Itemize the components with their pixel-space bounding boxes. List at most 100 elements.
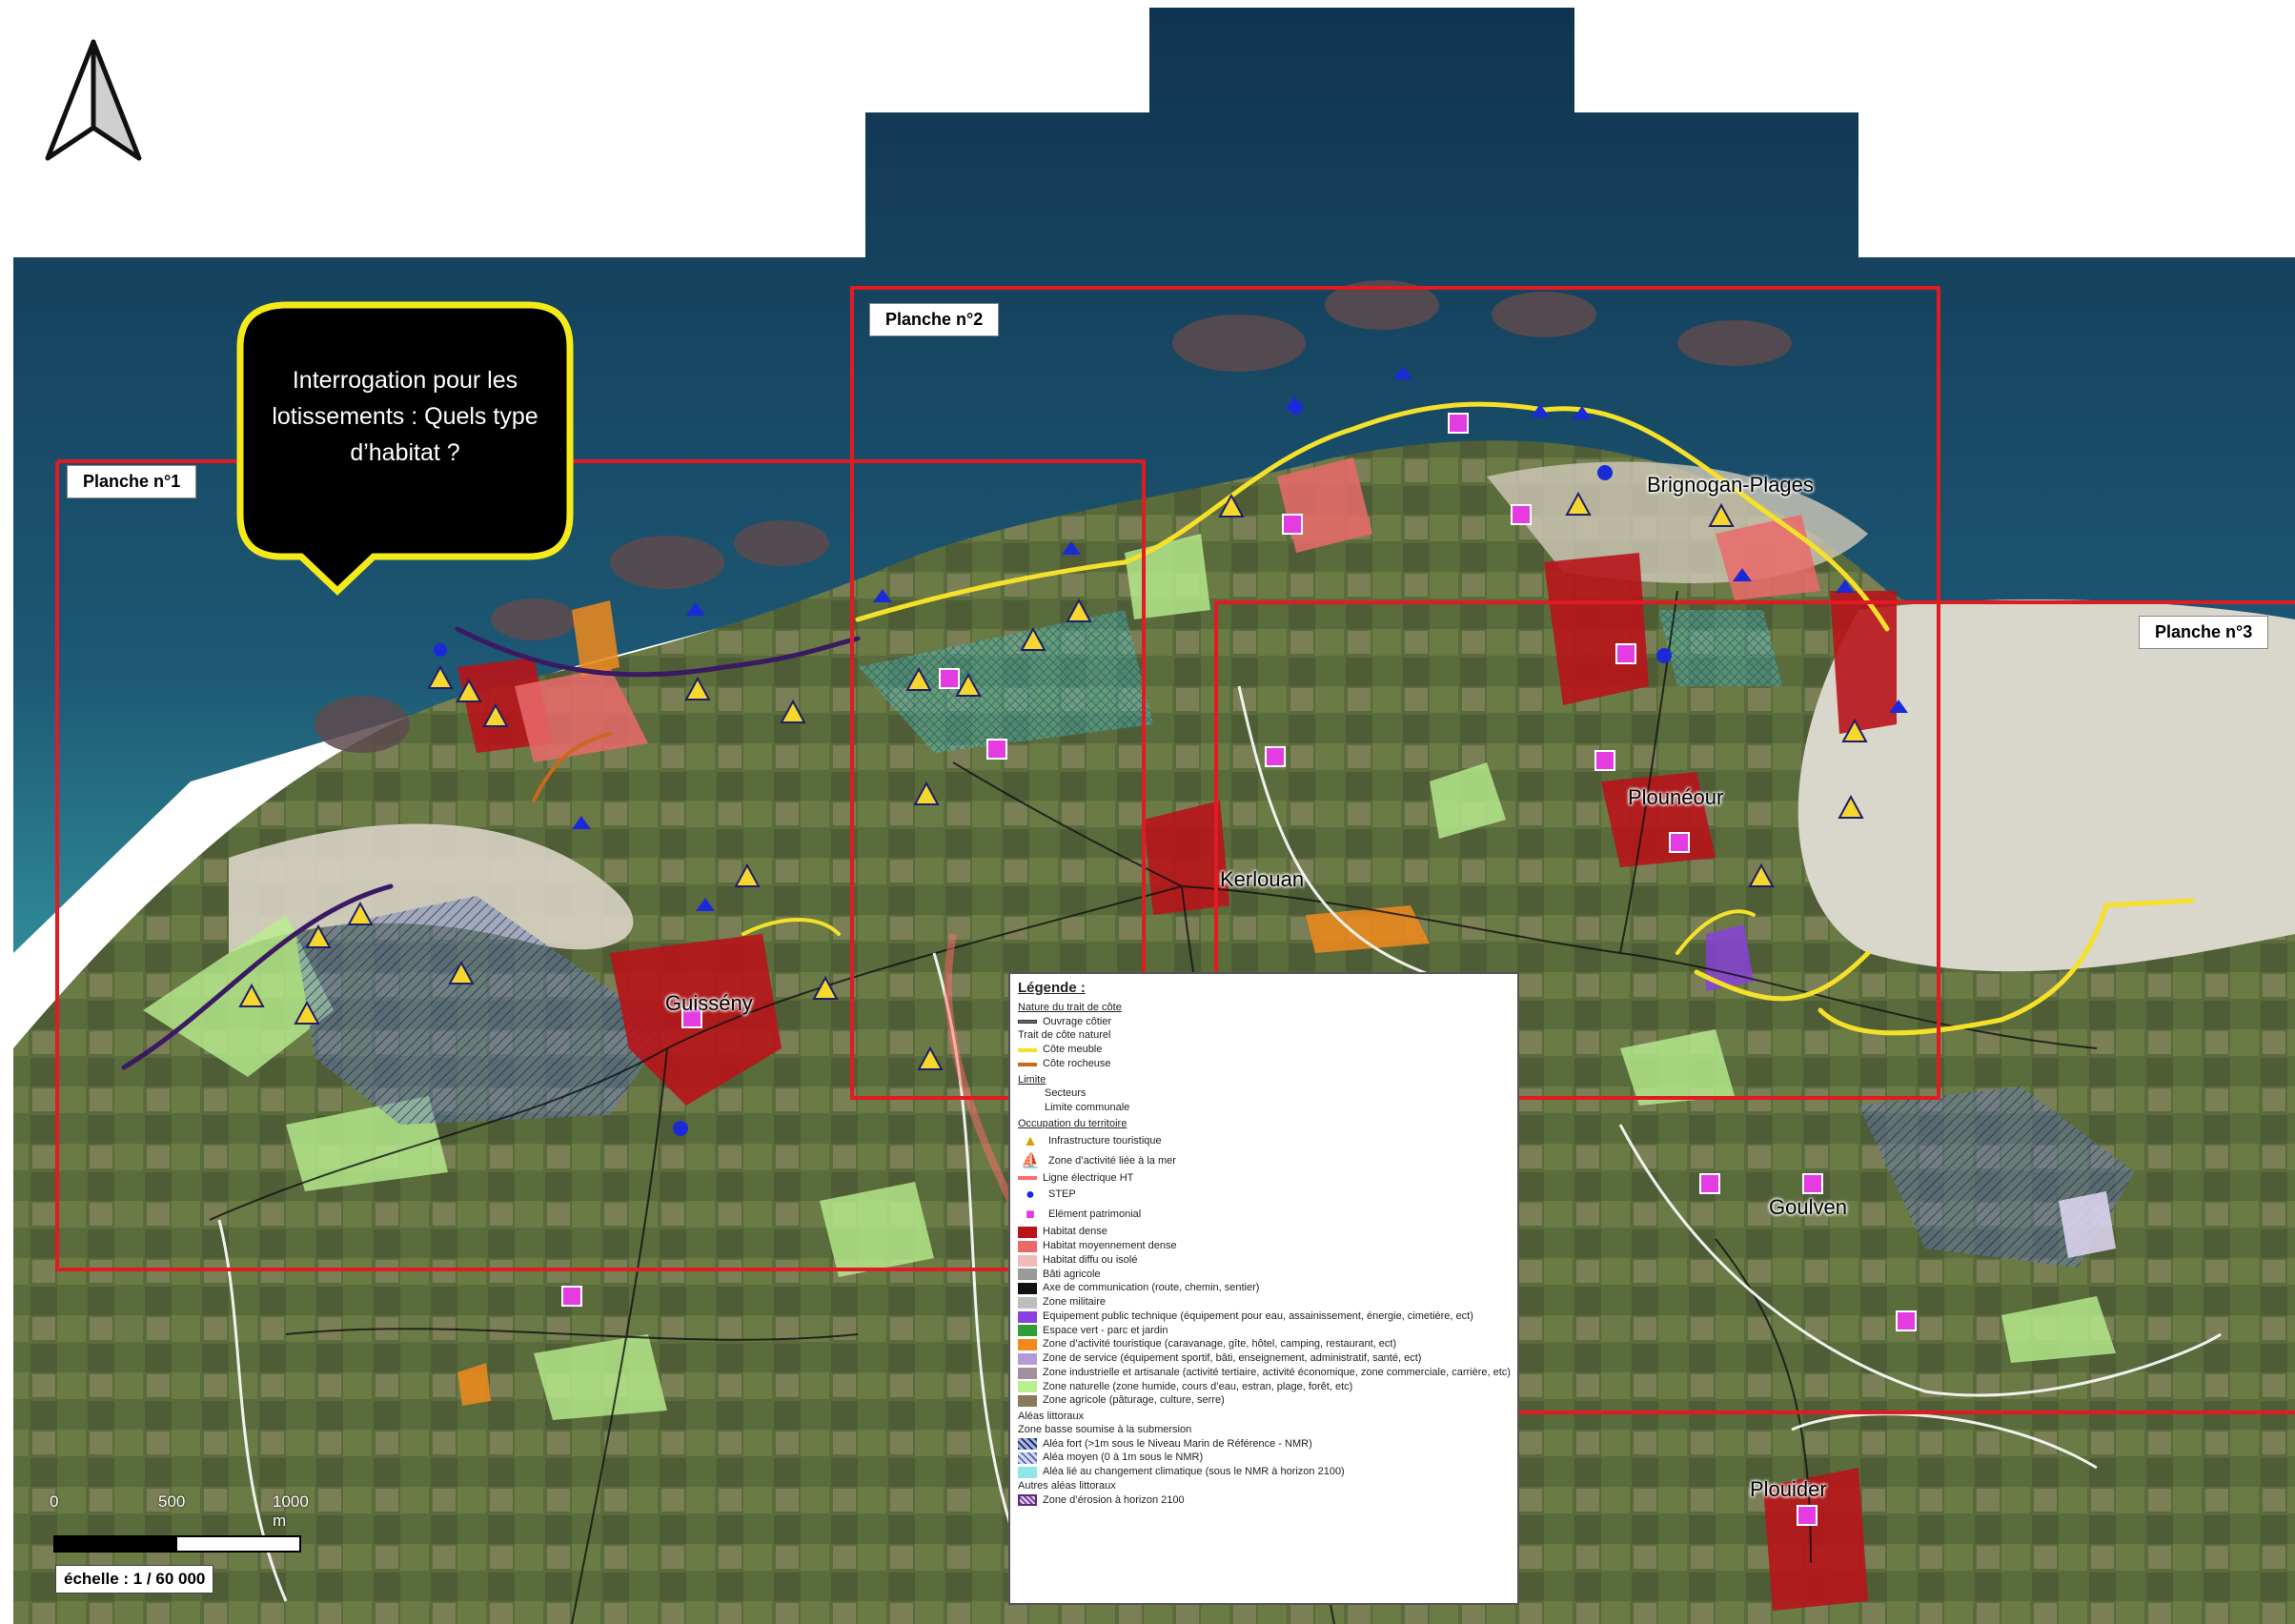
legend-section-coast: Nature du trait de côte [1018, 1001, 1122, 1013]
legend-occ-swatch [1018, 1367, 1037, 1379]
legend-occ-swatch [1018, 1254, 1037, 1267]
sea-activity-markers [572, 366, 1908, 911]
legend-label: STEP [1048, 1188, 1076, 1201]
legend-label: Bâti agricole [1043, 1268, 1101, 1280]
planche-label-2: Planche n°2 [869, 303, 1000, 336]
sailboat-icon: ⛵ [1021, 1152, 1040, 1169]
legend-swatch-meuble [1018, 1047, 1037, 1052]
legend-occ-row: Axe de communication (route, chemin, sen… [1018, 1282, 1510, 1295]
legend-occ-swatch [1018, 1352, 1037, 1365]
tourist-infrastructure-markers [238, 491, 1868, 1070]
legend-occ-swatch [1018, 1240, 1037, 1252]
road-network [209, 590, 2098, 1624]
legend-occ-row: Zone agricole (pâturage, culture, serre) [1018, 1394, 1510, 1408]
planche-label-3: Planche n°3 [2139, 616, 2269, 649]
legend-label: Habitat dense [1043, 1226, 1107, 1238]
legend-occ-row: Habitat moyennement dense [1018, 1240, 1510, 1253]
legend-swatch-ouvrage [1018, 1020, 1037, 1025]
legend-section-limite: Limite [1018, 1073, 1046, 1086]
legend-label: Zone agricole (pâturage, culture, serre) [1043, 1394, 1225, 1407]
scale-ratio: échelle : 1 / 60 000 [55, 1565, 214, 1594]
legend-label: Côte meuble [1043, 1044, 1103, 1055]
callout-text: Interrogation pour les lotissements : Qu… [272, 367, 538, 466]
legend-occ-swatch [1018, 1395, 1037, 1408]
legend-occupation-list: Habitat dense Habitat moyennement dense … [1018, 1226, 1511, 1408]
town-brignogan: Brignogan-Plages [1647, 473, 1814, 497]
town-plouneour: Plounéour [1628, 785, 1724, 809]
ht-line [944, 933, 1033, 1241]
legend-label: Infrastructure touristique [1048, 1134, 1162, 1147]
alea-moyen-zone [858, 610, 1153, 753]
legend-occ-swatch [1018, 1310, 1037, 1323]
sea-imagery [13, 8, 2295, 953]
planche-3-frame [1214, 600, 2295, 1098]
legend-subsection: Trait de côte naturel [1018, 1029, 1111, 1042]
scale-bar [53, 1535, 301, 1553]
planche-label-1: Planche n°1 [67, 465, 197, 498]
legend-label: Zone d’érosion à horizon 2100 [1043, 1493, 1185, 1506]
legend-label: Ouvrage côtier [1043, 1015, 1112, 1027]
legend-label: Aléa moyen (0 à 1m sous le NMR) [1043, 1451, 1204, 1464]
legend-occ-swatch [1018, 1283, 1037, 1295]
scale-tick-0: 0 [50, 1492, 59, 1511]
legend-label: Zone militaire [1043, 1296, 1107, 1308]
heritage-markers [561, 413, 1917, 1526]
legend-section-occupation: Occupation du territoire [1018, 1117, 1127, 1129]
legend-occ-row: Bâti agricole [1018, 1269, 1510, 1282]
scale-tick-500: 500 [158, 1492, 186, 1511]
legend-label: Zone d’activité touristique (caravanage,… [1043, 1338, 1397, 1350]
legend-label: Habitat moyennement dense [1043, 1240, 1177, 1251]
legend-label: Elément patrimonial [1048, 1208, 1142, 1221]
warning-triangle-icon: ▲ [1023, 1132, 1038, 1149]
legend-occ-row: Zone d’activité touristique (caravanage,… [1018, 1338, 1510, 1351]
legend-swatch-ht [1018, 1176, 1037, 1181]
legend-label: Zone de service (équipement sportif, bât… [1043, 1352, 1422, 1364]
alea-fort-zone [295, 896, 667, 1125]
north-arrow-icon [45, 39, 142, 161]
town-plouider: Plouider [1750, 1477, 1827, 1501]
step-markers [434, 401, 1672, 1136]
legend-occ-swatch [1018, 1325, 1037, 1337]
legend-subsection: Autres aléas littoraux [1018, 1479, 1116, 1492]
legend-occ-swatch [1018, 1227, 1037, 1239]
legend-label: Habitat diffu ou isolé [1043, 1253, 1138, 1266]
coastline [121, 401, 2195, 1070]
heritage-icon: ■ [1026, 1207, 1035, 1224]
legend-swatch-alea-moyen [1018, 1452, 1037, 1465]
town-kerlouan: Kerlouan [1220, 867, 1305, 891]
legend-label: Côte rocheuse [1043, 1057, 1111, 1069]
legend-occ-swatch [1018, 1269, 1037, 1281]
legend-label: Zone naturelle (zone humide, cours d’eau… [1043, 1380, 1353, 1392]
legend-occ-row: Habitat dense [1018, 1226, 1510, 1239]
legend-label: Aléa lié au changement climatique (sous … [1043, 1466, 1345, 1477]
legend-occ-row: Zone industrielle et artisanale (activit… [1018, 1366, 1511, 1380]
legend-label: Espace vert - parc et jardin [1043, 1324, 1168, 1336]
legend-occ-row: Equipement public technique (équipement … [1018, 1310, 1510, 1324]
legend-section-aleas: Aléas littoraux [1018, 1411, 1085, 1422]
legend-label: Zone industrielle et artisanale (activit… [1043, 1366, 1511, 1378]
callout-bubble [236, 301, 574, 596]
legend-occ-row: Habitat diffu ou isolé [1018, 1254, 1510, 1268]
legend-title: Légende : [1018, 980, 1086, 996]
legend-label: Axe de communication (route, chemin, sen… [1043, 1282, 1260, 1294]
legend-swatch-rocheuse [1018, 1062, 1037, 1066]
legend-occ-swatch [1018, 1296, 1037, 1309]
legend-swatch-erosion [1018, 1494, 1037, 1507]
legend-occ-row: Zone militaire [1018, 1296, 1510, 1309]
legend-subsection: Zone basse soumise à la submersion [1018, 1423, 1192, 1435]
legend-occ-swatch [1018, 1381, 1037, 1393]
legend-swatch-alea-climat [1018, 1466, 1037, 1478]
legend-swatch-alea-fort [1018, 1438, 1037, 1451]
scale-tick-1000: 1000 m [273, 1492, 309, 1530]
step-circle-icon: ● [1026, 1187, 1035, 1204]
legend-occ-row: Espace vert - parc et jardin [1018, 1325, 1510, 1338]
legend-occ-swatch [1018, 1339, 1037, 1351]
legend-label: Ligne électrique HT [1043, 1171, 1134, 1184]
legend-label: Secteurs [1045, 1087, 1087, 1100]
legend-label: Aléa fort (>1m sous le Niveau Marin de R… [1043, 1437, 1312, 1450]
town-goulven: Goulven [1769, 1195, 1847, 1219]
legend-label: Limite communale [1045, 1102, 1130, 1113]
legend-occ-row: Zone naturelle (zone humide, cours d’eau… [1018, 1381, 1510, 1394]
legend-label: Zone d’activité liée à la mer [1048, 1154, 1176, 1167]
map-legend: Légende : Nature du trait de côte Ouvrag… [1008, 972, 1519, 1605]
